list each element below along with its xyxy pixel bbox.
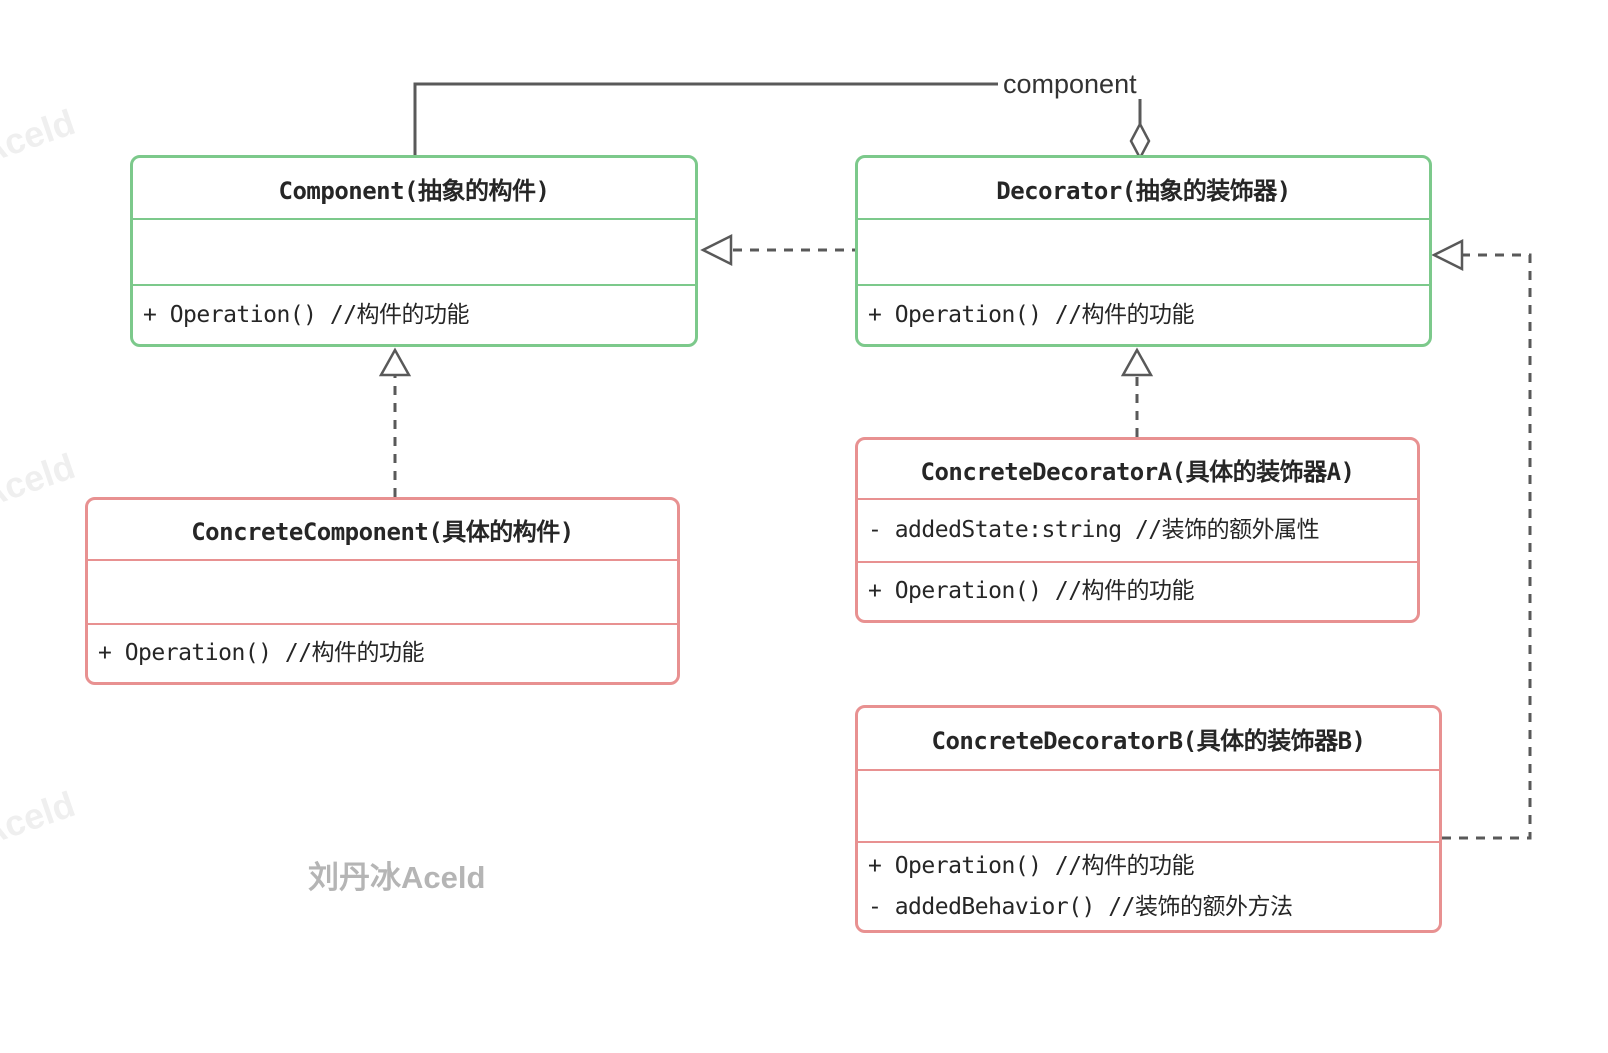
class-title: Decorator(抽象的装饰器) [996,176,1291,205]
class-box-concrete-decorator-a: ConcreteDecoratorA(具体的装饰器A) - addedState… [855,437,1420,623]
class-methods: + Operation() //构件的功能 - addedBehavior() … [858,841,1439,930]
class-attributes: - addedState:string //装饰的额外属性 [858,498,1417,561]
class-methods: + Operation() //构件的功能 [858,561,1417,620]
realization-arrow-concretedecoratora [1120,347,1154,437]
hollow-diamond-icon [1129,121,1151,161]
class-methods: + Operation() //构件的功能 [133,284,695,344]
hollow-triangle-icon [1120,347,1154,377]
open-triangle-icon [1431,238,1464,272]
realization-arrow-concretedecoratorb [1431,238,1532,840]
realization-arrow-concretecomponent [378,347,412,497]
class-box-component: Component(抽象的构件) + Operation() //构件的功能 [130,155,698,347]
open-triangle-icon [700,233,733,267]
method-line: - addedBehavior() //装饰的额外方法 [868,893,1293,920]
class-box-concrete-component: ConcreteComponent(具体的构件) + Operation() /… [85,497,680,685]
hollow-triangle-icon [378,347,412,377]
method-line: + Operation() //构件的功能 [143,301,470,328]
watermark-author: 刘丹冰Aceld [308,860,486,895]
attribute-line: - addedState:string //装饰的额外属性 [868,517,1320,543]
method-line: + Operation() //构件的功能 [868,301,1195,328]
class-methods: + Operation() //构件的功能 [858,284,1429,344]
class-title: ConcreteDecoratorB(具体的装饰器B) [931,727,1366,755]
method-line: + Operation() //构件的功能 [868,578,1195,604]
method-line: + Operation() //构件的功能 [868,852,1195,879]
class-box-decorator: Decorator(抽象的装饰器) + Operation() //构件的功能 [855,155,1432,347]
method-line: + Operation() //构件的功能 [98,640,425,666]
class-title: ConcreteDecoratorA(具体的装饰器A) [920,457,1355,486]
class-attributes [858,769,1439,841]
class-title: ConcreteComponent(具体的构件) [191,518,574,546]
dependency-arrow-decorator-to-component [700,233,855,267]
class-attributes [133,218,695,284]
class-methods: + Operation() //构件的功能 [88,623,677,682]
class-attributes [88,559,677,623]
class-title: Component(抽象的构件) [278,176,550,205]
association-label-component: component [998,69,1142,99]
class-box-concrete-decorator-b: ConcreteDecoratorB(具体的装饰器B) + Operation(… [855,705,1442,933]
class-attributes [858,218,1429,284]
